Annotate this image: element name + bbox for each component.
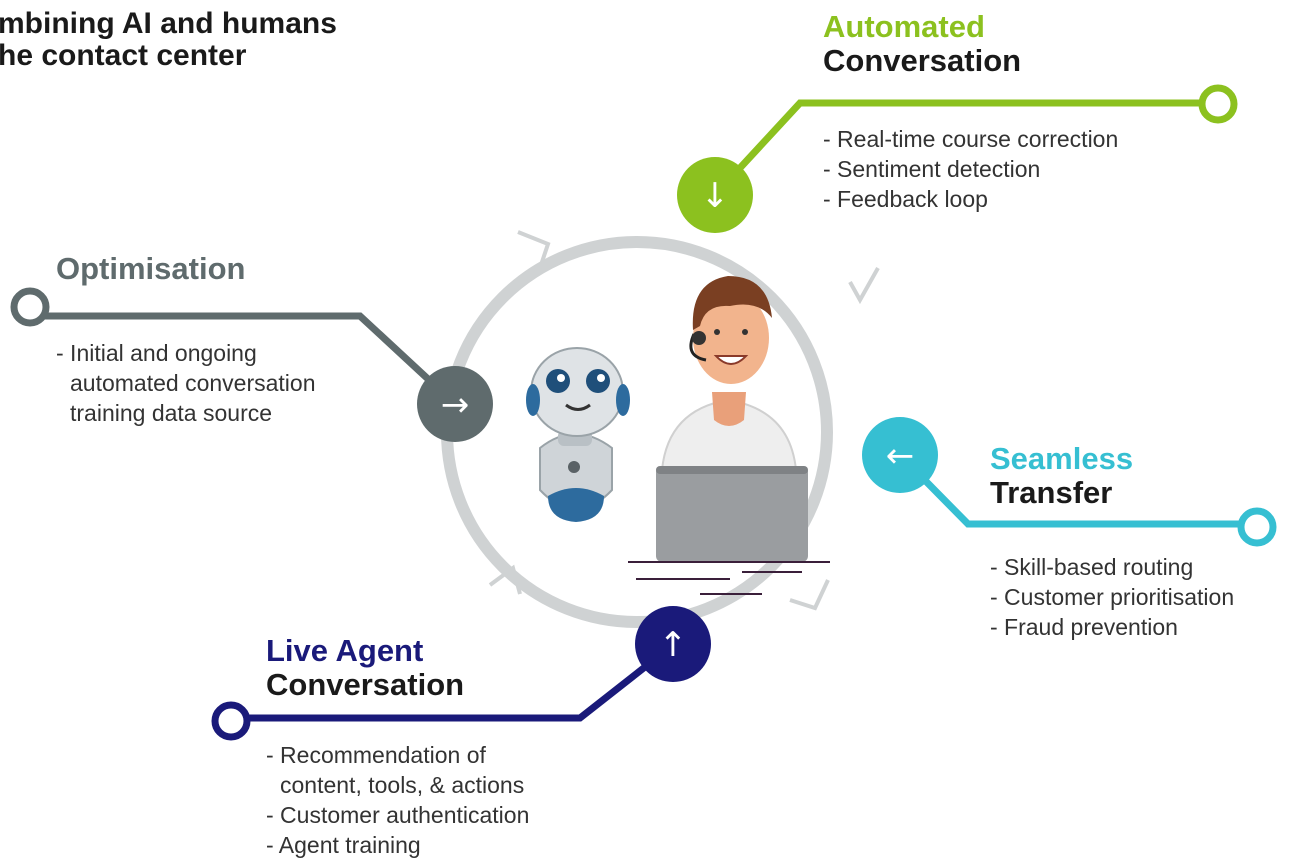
live-list: - Recommendation of content, tools, & ac… (266, 740, 529, 860)
robot-icon (526, 347, 630, 522)
optimisation-connector (38, 312, 458, 407)
list-item: - Fraud prevention (990, 614, 1178, 640)
automated-node (677, 157, 753, 233)
transfer-endpoint (1237, 507, 1277, 547)
list-item: - Real-time course correction (823, 126, 1119, 152)
live-heading: Live Agent Conversation (266, 634, 464, 702)
arrow-left-icon: ← (886, 436, 915, 476)
arrow-up-icon: ↑ (659, 625, 688, 665)
list-item: - Customer authentication (266, 802, 530, 828)
desk-lines (628, 561, 830, 595)
optimisation-endpoint (10, 287, 50, 327)
agent-avatar-icon (656, 276, 808, 562)
list-item: - Initial and ongoing (56, 340, 257, 366)
list-item: - Sentiment detection (823, 156, 1041, 182)
automated-heading: Automated Conversation (823, 10, 1021, 78)
live-connector (245, 642, 676, 722)
optimisation-heading: Optimisation (56, 251, 246, 286)
cycle-arrowhead-left (488, 564, 522, 595)
optimisation-node (417, 366, 493, 442)
cycle-arrowhead-right (848, 267, 880, 305)
live-label-dark: Conversation (266, 667, 465, 702)
live-label: Live Agent (266, 633, 424, 668)
transfer-heading: Seamless Transfer (990, 442, 1133, 510)
automated-label: Automated (823, 9, 985, 44)
transfer-list: - Skill-based routing - Customer priorit… (990, 552, 1234, 642)
automated-endpoint (1198, 84, 1238, 124)
cycle-arrowhead-bottom (789, 579, 830, 611)
transfer-label-dark: Transfer (990, 475, 1113, 510)
list-item: training data source (70, 400, 273, 426)
list-item: - Feedback loop (823, 186, 988, 212)
arrow-down-icon: ↓ (701, 176, 730, 216)
list-item: - Agent training (266, 832, 421, 858)
list-item: - Recommendation of (266, 742, 486, 768)
transfer-label: Seamless (990, 441, 1134, 476)
arrow-right-icon: → (441, 385, 470, 425)
list-item: content, tools, & actions (280, 772, 525, 798)
live-endpoint (211, 701, 251, 741)
automated-list: - Real-time course correction - Sentimen… (823, 124, 1118, 214)
optimisation-list: - Initial and ongoing automated conversa… (56, 338, 316, 428)
automated-label-dark: Conversation (823, 43, 1022, 78)
cycle-arrowhead-top (517, 230, 551, 269)
live-node (635, 606, 711, 682)
page-title: mbining AI and humans he contact center (0, 8, 337, 72)
list-item: automated conversation (70, 370, 316, 396)
title-line-1: mbining AI and humans (0, 7, 337, 40)
transfer-node (862, 417, 938, 493)
list-item: - Skill-based routing (990, 554, 1194, 580)
list-item: - Customer prioritisation (990, 584, 1235, 610)
title-line-2: he contact center (0, 39, 247, 72)
automated-connector (712, 99, 1205, 198)
